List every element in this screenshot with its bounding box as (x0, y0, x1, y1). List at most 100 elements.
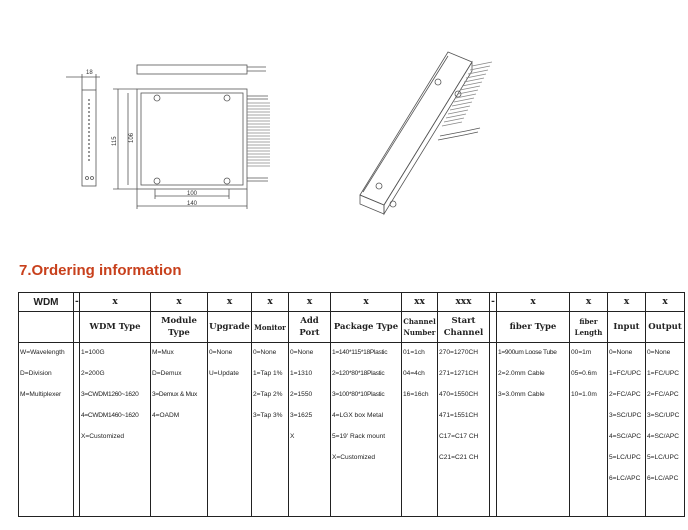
option-item: 4=SC/APC (647, 433, 680, 440)
option-item: 1=1310 (290, 370, 313, 377)
column-names-row: WDM Type Module Type Upgrade Monitor Add… (18, 311, 685, 343)
option-item: 0=None (609, 349, 633, 356)
option-item: 3=100*80*10Plastic (332, 391, 385, 398)
name-output: Output (645, 311, 685, 343)
dim-top-label: 18 (86, 70, 93, 76)
code-module-type: x (150, 292, 208, 312)
options-row: W=Wavelength D=Division M=Multiplexer 1=… (18, 342, 685, 517)
option-item: 6=LC/APC (609, 475, 641, 482)
name-fiber-length: fiber Length (569, 311, 608, 343)
options-input: 0=None 1=FC/UPC 2=FC/APC 3=SC/UPC 4=SC/A… (607, 342, 646, 517)
option-item: 271=1271CH (439, 370, 479, 377)
option-item: 3=Demux & Mux (152, 391, 198, 398)
option-item: 3=SC/UPC (609, 412, 642, 419)
option-item: 00=1m (571, 349, 592, 356)
name-start-channel: Start Channel (437, 311, 490, 343)
option-item: 4=LGX box Metal (332, 412, 384, 419)
dim-height-inner-label: 106 (129, 132, 135, 143)
option-item: 3=CWDM1260~1620 (81, 391, 139, 398)
option-item: C21=C21 CH (439, 454, 479, 461)
option-item: 4=CWDM1460~1620 (81, 412, 139, 419)
option-item: 5=19' Rack mount (332, 433, 386, 440)
option-item: D=Demux (152, 370, 182, 377)
option-item: 1=100G (81, 349, 105, 356)
options-fiber-length: 00=1m 05=0.6m 10=1.0m (569, 342, 608, 517)
option-item: 1=FC/UPC (609, 370, 642, 377)
option-item: 2=1550 (290, 391, 313, 398)
option-item: M=Mux (152, 349, 174, 356)
option-item: 1=FC/UPC (647, 370, 680, 377)
option-item: 3=SC/UPC (647, 412, 680, 419)
side-view-drawing (66, 74, 100, 187)
options-monitor: 0=None 1=Tap 1% 2=Tap 2% 3=Tap 3% (251, 342, 289, 517)
code-monitor: x (251, 292, 289, 312)
code-input: x (607, 292, 646, 312)
option-item: 471=1551CH (439, 412, 479, 419)
option-item: 3=Tap 3% (253, 412, 283, 419)
options-add-port: 0=None 1=1310 2=1550 3=1625 X (288, 342, 331, 517)
code-dash-2: - (489, 292, 497, 312)
front-view-drawing (113, 88, 270, 209)
options-start-channel: 270=1270CH 271=1271CH 470=1550CH 471=155… (437, 342, 490, 517)
name-monitor: Monitor (251, 311, 289, 343)
option-item: 4=OADM (152, 412, 180, 419)
name-dash-2 (489, 311, 497, 343)
options-wdm-type: 1=100G 2=200G 3=CWDM1260~1620 4=CWDM1460… (79, 342, 151, 517)
option-item: 270=1270CH (439, 349, 479, 356)
option-item: 1=900um Loose Tube (498, 349, 557, 356)
dim-width-outer-label: 140 (187, 201, 198, 207)
options-upgrade: 0=None U=Update (207, 342, 252, 517)
code-upgrade: x (207, 292, 252, 312)
option-item: 5=LC/UPC (647, 454, 679, 461)
option-item: 1=Tap 1% (253, 370, 283, 377)
option-item: 3=3.0mm Cable (498, 391, 545, 398)
name-module-type: Module Type (150, 311, 208, 343)
code-wdm-type: x (79, 292, 151, 312)
dim-height-outer-label: 115 (112, 136, 118, 146)
name-upgrade: Upgrade (207, 311, 252, 343)
option-item: 2=FC/APC (609, 391, 641, 398)
code-wdm: WDM (18, 292, 74, 312)
option-item: X=Customized (332, 454, 376, 461)
option-item: U=Update (209, 370, 239, 377)
options-wdm: W=Wavelength D=Division M=Multiplexer (18, 342, 74, 517)
option-item: M=Multiplexer (20, 391, 62, 398)
name-wdm-type: WDM Type (79, 311, 151, 343)
options-module-type: M=Mux D=Demux 3=Demux & Mux 4=OADM (150, 342, 208, 517)
header-codes-row: WDM - x x x x x x xx xxx - x x x x (18, 292, 685, 312)
options-fiber-type: 1=900um Loose Tube 2=2.0mm Cable 3=3.0mm… (496, 342, 570, 517)
option-item: 2=FC/APC (647, 391, 679, 398)
name-blank (18, 311, 74, 343)
options-output: 0=None 1=FC/UPC 2=FC/APC 3=SC/UPC 4=SC/A… (645, 342, 685, 517)
name-channel-number: Channel Number (401, 311, 438, 343)
name-fiber-type: fiber Type (496, 311, 570, 343)
option-item: 2=200G (81, 370, 105, 377)
ordering-table: WDM - x x x x x x xx xxx - x x x x WDM T… (18, 292, 685, 517)
option-item: 6=LC/APC (647, 475, 679, 482)
option-item: 1=140*115*18Plastic (332, 349, 388, 356)
top-view-drawing (136, 64, 266, 75)
option-item: 0=None (290, 349, 314, 356)
code-start-channel: xxx (437, 292, 490, 312)
isometric-view-drawing (359, 51, 493, 216)
section-title: 7.Ordering information (19, 262, 182, 279)
option-item: 5=LC/UPC (609, 454, 641, 461)
options-dash-2 (489, 342, 497, 517)
code-fiber-type: x (496, 292, 570, 312)
option-item: 4=SC/APC (609, 433, 642, 440)
option-item: D=Division (20, 370, 52, 377)
option-item: 2=Tap 2% (253, 391, 283, 398)
options-channel-number: 01=1ch 04=4ch 16=16ch (401, 342, 438, 517)
name-package-type: Package Type (330, 311, 402, 343)
option-item: 01=1ch (403, 349, 425, 356)
option-item: 0=None (209, 349, 233, 356)
options-package-type: 1=140*115*18Plastic 2=120*80*18Plastic 3… (330, 342, 402, 517)
option-item: C17=C17 CH (439, 433, 479, 440)
option-item: 2=120*80*18Plastic (332, 370, 385, 377)
code-fiber-length: x (569, 292, 608, 312)
option-item: 3=1625 (290, 412, 313, 419)
option-item: 16=16ch (403, 391, 429, 398)
option-item: 10=1.0m (571, 391, 597, 398)
code-add-port: x (288, 292, 331, 312)
dim-width-inner-label: 100 (187, 191, 198, 197)
